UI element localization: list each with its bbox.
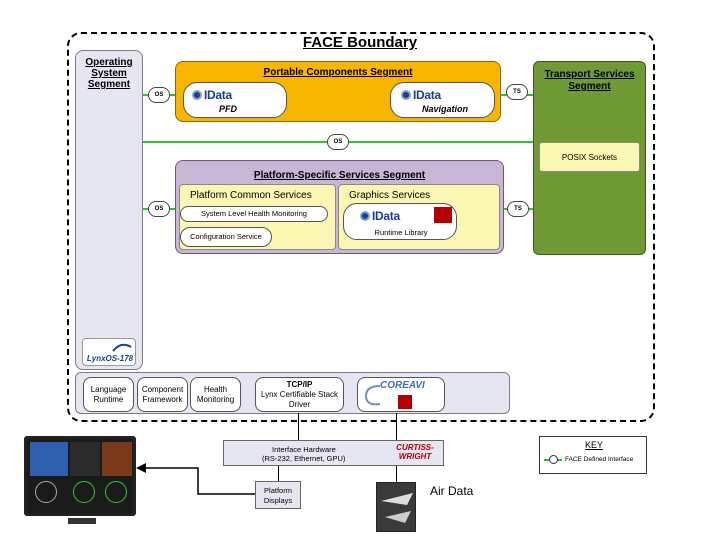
connector-line [396,413,397,440]
connector-line [278,466,279,481]
idata-logo-icon [360,211,370,221]
gauge-icon [35,481,57,503]
idata-logo: IData [192,88,232,102]
portable-components-title: Portable Components Segment [263,67,413,78]
air-data-label: Air Data [430,484,474,498]
tcpip-title: TCP/IP [286,379,313,389]
display-arrow [136,463,255,495]
pfd-label: PFD [219,104,237,114]
lynx-logo-icon [112,343,132,352]
pfd-component: IData PFD [183,82,287,118]
monitor-stand [68,518,96,524]
idata-logo: IData [401,88,441,102]
key-item-label: FACE Defined Interface [565,456,634,463]
idata-logo: IData [360,209,400,223]
idata-logo-icon [401,90,411,100]
ts-interface-badge: TS [506,84,528,100]
coreavi-logo: COREAVI [380,380,425,391]
aircraft-icon [381,493,413,523]
interface-badge-sample [549,455,558,464]
configuration-service: Configuration Service [180,227,272,247]
platform-specific-title: Platform-Specific Services Segment [253,170,426,181]
interface-hardware-title: Interface Hardware [272,445,336,454]
graphics-services-title: Graphics Services [349,190,431,201]
key-title: KEY [584,440,603,450]
lynxos-logo: LynxOS-178 [82,338,136,366]
xplane-logo [376,482,416,532]
os-interface-badge: OS [148,201,170,217]
transport-services-title: Transport Services Segment [544,69,635,92]
os-interface-badge: OS [148,87,170,103]
interface-hardware-subtitle: (RS-232, Ethernet, GPU) [262,454,346,463]
legend-key: KEY FACE Defined Interface [539,436,647,474]
navigation-label: Navigation [422,104,469,114]
tcpip-subtitle: Lynx Certifiable Stack Driver [260,389,339,409]
ati-logo-icon [434,207,452,223]
ati-logo-icon [398,395,412,409]
os-segment-label: Operating System Segment [85,57,133,90]
connector-line [396,466,397,482]
weather-radar-screen [102,442,132,476]
ts-interface-badge: TS [507,201,529,217]
connector-line [298,413,299,440]
diagram-title: FACE Boundary [302,34,418,51]
tcpip-stack: TCP/IP Lynx Certifiable Stack Driver [255,377,344,412]
graphics-services: Graphics Services IData Runtime Library [338,184,500,250]
nav-screen [70,442,100,476]
health-monitoring: Health Monitoring [190,377,241,412]
os-segment [75,50,143,370]
platform-common-title: Platform Common Services [190,190,312,201]
platform-common-services: Platform Common Services System Level He… [179,184,336,250]
navigation-component: IData Navigation [390,82,495,118]
runtime-library-label: Runtime Library [374,228,428,237]
interface-hardware: Interface Hardware (RS-232, Ethernet, GP… [223,440,444,466]
gauge-icon [105,481,127,503]
idata-logo-icon [192,90,202,100]
cockpit-monitor [24,436,136,516]
platform-displays: Platform Displays [255,481,301,509]
curtiss-wright-logo: CURTISS-WRIGHT [396,443,434,461]
health-monitoring-service: System Level Health Monitoring [180,206,328,222]
coreavi-driver: COREAVI [357,377,445,412]
os-interface-badge: OS [327,134,349,150]
component-framework: Component Framework [137,377,188,412]
gauge-icon [73,481,95,503]
language-runtime: Language Runtime [83,377,134,412]
coreavi-swirl-icon [364,385,381,406]
graphics-runtime-component: IData Runtime Library [343,203,457,240]
face-boundary [67,32,655,422]
posix-sockets: POSIX Sockets [539,142,640,172]
lynxos-logo-text: LynxOS-178 [86,354,134,363]
pfd-screen [30,442,68,476]
